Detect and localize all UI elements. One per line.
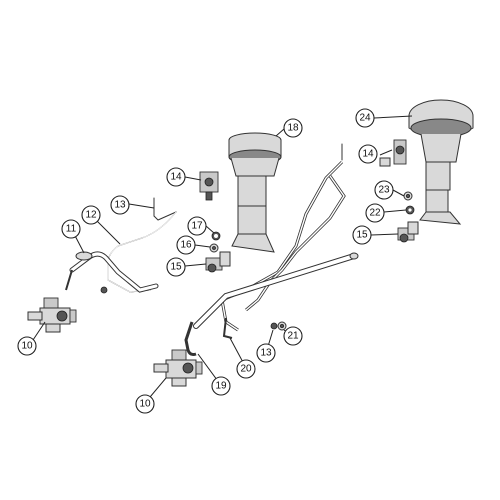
callout-21: 21 [283, 326, 303, 346]
elbow-fitting-15-right [397, 221, 419, 243]
burner-18 [228, 132, 282, 253]
callout-10-lower: 10 [135, 394, 155, 414]
gas-tube-12 [107, 211, 177, 293]
manifold-pipe-right [193, 252, 359, 329]
svg-text:23: 23 [378, 185, 390, 196]
elbow-fitting-15-left [205, 251, 231, 273]
svg-text:17: 17 [191, 221, 203, 232]
fitting-17 [211, 231, 221, 241]
svg-text:21: 21 [287, 331, 299, 342]
manifold-tube-11 [65, 251, 159, 294]
svg-text:14: 14 [362, 149, 374, 160]
valve-14-right [379, 139, 407, 167]
callout-15-right: 15 [352, 225, 372, 245]
callout-16: 16 [176, 235, 196, 255]
fitting-21 [277, 321, 287, 331]
svg-text:10: 10 [139, 399, 151, 410]
fitting-23 [403, 191, 413, 201]
burner-24 [408, 99, 474, 225]
svg-text:15: 15 [356, 230, 368, 241]
svg-text:12: 12 [85, 210, 97, 221]
callout-15-left: 15 [166, 257, 186, 277]
fitting-16 [209, 243, 219, 253]
svg-text:18: 18 [287, 123, 299, 134]
callout-18: 18 [283, 118, 303, 138]
callout-22: 22 [365, 203, 385, 223]
gas-valve-10-lower [153, 349, 203, 387]
callout-24: 24 [355, 108, 375, 128]
svg-text:13: 13 [260, 348, 272, 359]
callout-23: 23 [374, 180, 394, 200]
callout-17: 17 [187, 216, 207, 236]
svg-text:15: 15 [170, 262, 182, 273]
callout-14-right: 14 [358, 144, 378, 164]
callout-13-upper: 13 [110, 195, 130, 215]
callout-20: 20 [236, 359, 256, 379]
callout-19: 19 [211, 376, 231, 396]
svg-text:22: 22 [369, 208, 381, 219]
svg-text:19: 19 [215, 381, 227, 392]
svg-text:13: 13 [114, 200, 126, 211]
svg-text:11: 11 [66, 224, 77, 235]
valve-14-left [199, 171, 219, 201]
callout-12: 12 [81, 205, 101, 225]
callout-14-left: 14 [166, 167, 186, 187]
callout-13-lower: 13 [256, 343, 276, 363]
svg-text:20: 20 [240, 364, 252, 375]
svg-text:14: 14 [170, 172, 182, 183]
callout-11: 11 [61, 219, 81, 239]
fitting-22 [405, 205, 415, 215]
callout-10-upper: 10 [17, 336, 37, 356]
supply-pipe-19 [184, 321, 197, 356]
svg-text:10: 10 [21, 341, 33, 352]
thermocouple-13-left [153, 197, 177, 221]
svg-text:16: 16 [180, 240, 192, 251]
svg-text:24: 24 [359, 113, 371, 124]
gas-valve-10-upper [27, 297, 77, 333]
nut-13-lower [270, 322, 278, 330]
tube-20 [222, 317, 233, 339]
